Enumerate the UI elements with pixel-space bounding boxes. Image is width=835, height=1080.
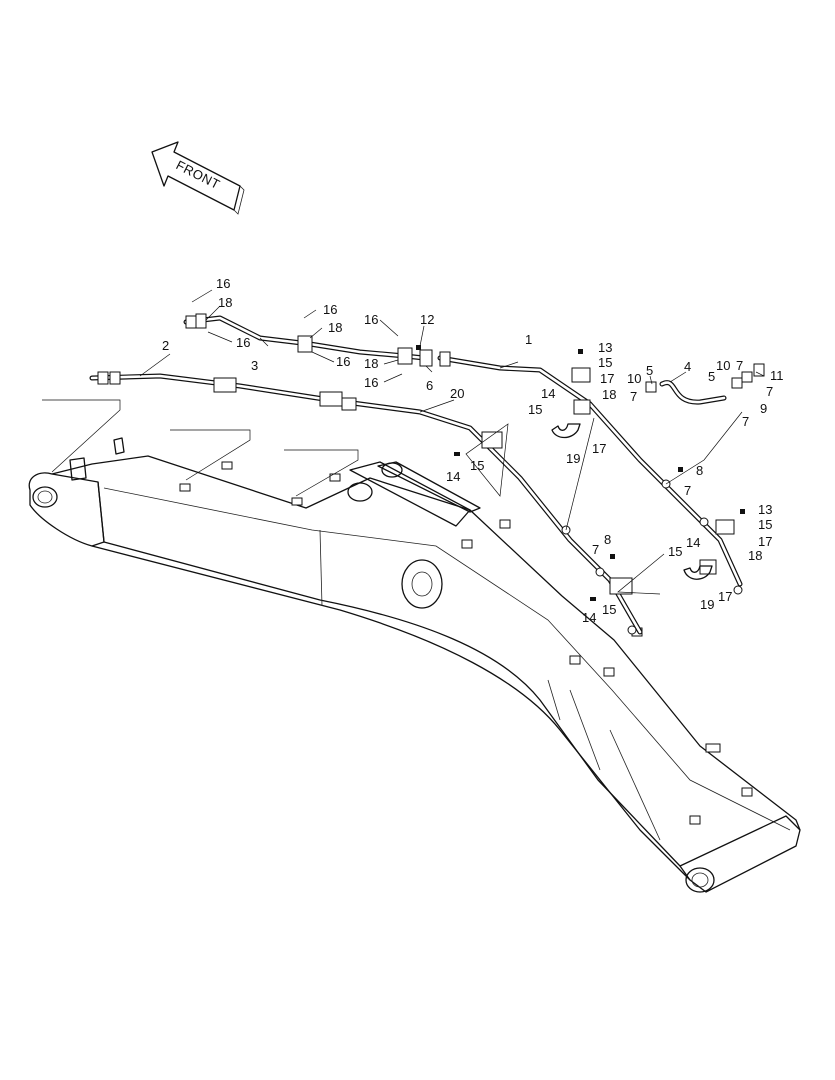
callout-19: 19 xyxy=(566,451,580,466)
callout-16: 16 xyxy=(216,276,230,291)
callout-7: 7 xyxy=(630,389,637,404)
callout-7: 7 xyxy=(736,358,743,373)
pipe-1 xyxy=(437,355,743,587)
callout-18: 18 xyxy=(218,295,232,310)
callout-13: 13 xyxy=(758,502,772,517)
callout-10: 10 xyxy=(627,371,641,386)
callout-14: 14 xyxy=(541,386,555,401)
pipe-2 xyxy=(89,373,643,635)
callout-14: 14 xyxy=(446,469,460,484)
callout-1: 1 xyxy=(525,332,532,347)
callout-10: 10 xyxy=(716,358,730,373)
callout-17: 17 xyxy=(758,534,772,549)
callout-3: 3 xyxy=(251,358,258,373)
callout-15: 15 xyxy=(470,458,484,473)
callout-17: 17 xyxy=(718,589,732,604)
front-arrow-icon: FRONT xyxy=(151,141,245,215)
callout-16: 16 xyxy=(336,354,350,369)
callout-20: 20 xyxy=(450,386,464,401)
callout-18: 18 xyxy=(748,548,762,563)
callout-14: 14 xyxy=(686,535,700,550)
callout-15: 15 xyxy=(528,402,542,417)
callout-15: 15 xyxy=(758,517,772,532)
boom-structure xyxy=(28,437,801,893)
pipe-4 xyxy=(659,380,727,405)
callout-8: 8 xyxy=(604,532,611,547)
callout-labels: 16 18 16 16 18 16 16 12 18 16 6 3 2 1 20… xyxy=(162,276,784,625)
callout-18: 18 xyxy=(364,356,378,371)
callout-15: 15 xyxy=(668,544,682,559)
callout-5: 5 xyxy=(708,369,715,384)
callout-7: 7 xyxy=(684,483,691,498)
clamp-parts xyxy=(97,313,765,635)
callout-15: 15 xyxy=(602,602,616,617)
callout-6: 6 xyxy=(426,378,433,393)
callout-7: 7 xyxy=(742,414,749,429)
callout-5: 5 xyxy=(646,363,653,378)
callout-16: 16 xyxy=(323,302,337,317)
callout-17: 17 xyxy=(592,441,606,456)
callout-16: 16 xyxy=(364,375,378,390)
callout-12: 12 xyxy=(420,312,434,327)
callout-18: 18 xyxy=(328,320,342,335)
callout-14: 14 xyxy=(582,610,596,625)
callout-8: 8 xyxy=(696,463,703,478)
callout-13: 13 xyxy=(598,340,612,355)
front-arrow-label: FRONT xyxy=(174,157,223,192)
callout-7: 7 xyxy=(592,542,599,557)
callout-15: 15 xyxy=(598,355,612,370)
callout-19: 19 xyxy=(700,597,714,612)
callout-7: 7 xyxy=(766,384,773,399)
callout-18: 18 xyxy=(602,387,616,402)
callout-17: 17 xyxy=(600,371,614,386)
callout-16: 16 xyxy=(236,335,250,350)
callout-11: 11 xyxy=(770,368,784,383)
callout-4: 4 xyxy=(684,359,691,374)
callout-9: 9 xyxy=(760,401,767,416)
callout-2: 2 xyxy=(162,338,169,353)
leader-lines xyxy=(42,289,765,595)
callout-16: 16 xyxy=(364,312,378,327)
